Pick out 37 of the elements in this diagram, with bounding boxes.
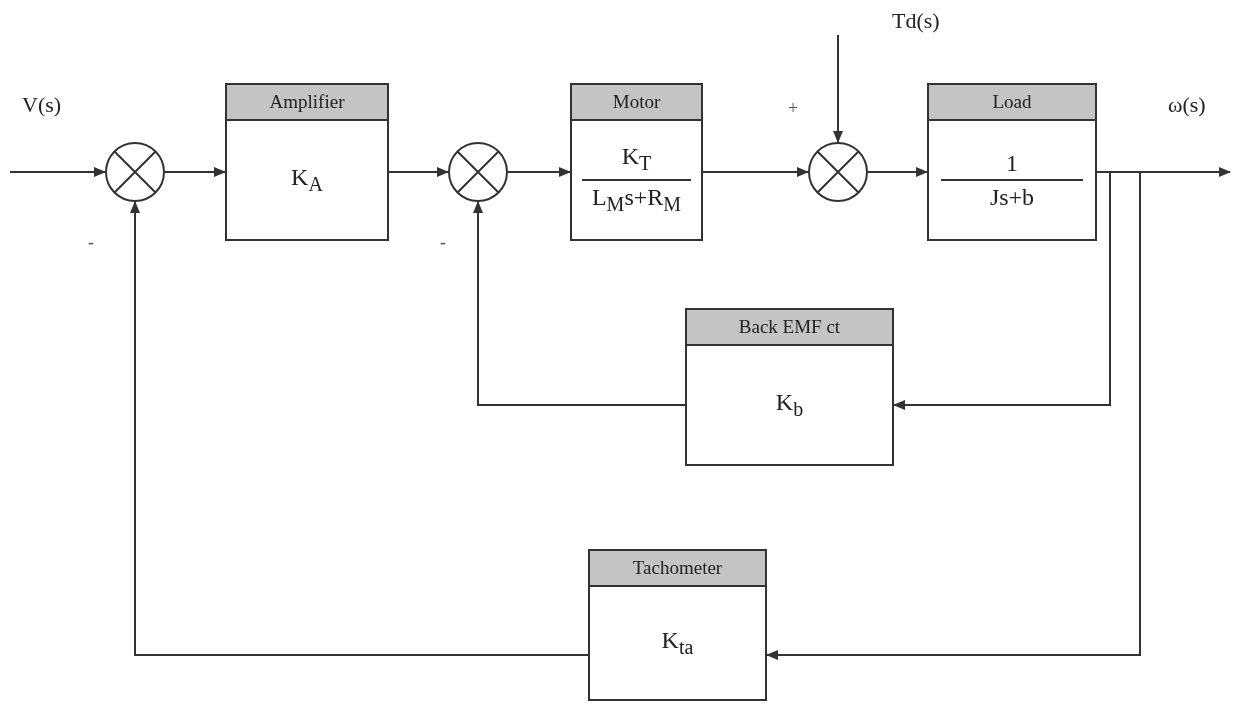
block-box (570, 83, 703, 241)
gain-label: K$_{ta}$ (661, 625, 694, 660)
arrow (9, 167, 106, 177)
signal-label: Td(s) (892, 8, 940, 34)
block-box (927, 83, 1097, 241)
arrow (867, 167, 928, 177)
arrow (702, 167, 809, 177)
arrow (130, 201, 589, 656)
gain-label: K$_{A}$ (291, 162, 323, 197)
numerator: 1 (1006, 149, 1018, 177)
block-title: Load (929, 85, 1095, 121)
block-box (225, 83, 389, 241)
block-box (685, 308, 894, 466)
arrow (473, 201, 686, 406)
sign-label: - (88, 232, 94, 253)
summing-junction (105, 142, 165, 202)
summing-junction (448, 142, 508, 202)
block-title: Motor (572, 85, 701, 121)
arrow (388, 167, 449, 177)
denominator: L$_{M}$s+R$_{M}$ (591, 183, 682, 217)
arrow (893, 171, 1111, 410)
arrow (833, 34, 843, 143)
block-box (588, 549, 767, 701)
sign-label: + (788, 98, 799, 119)
signal-label: ω(s) (1168, 92, 1206, 118)
block-title: Back EMF ct (687, 310, 892, 346)
block-title: Amplifier (227, 85, 387, 121)
signal-label: V(s) (22, 92, 62, 118)
arrow (507, 167, 571, 177)
sign-label: - (440, 232, 446, 253)
arrow (766, 171, 1141, 660)
numerator: K$_{T}$ (621, 142, 652, 176)
block-title: Tachometer (590, 551, 765, 587)
summing-junction (808, 142, 868, 202)
gain-label: K$_{b}$ (775, 387, 804, 422)
denominator: Js+b (989, 183, 1035, 211)
arrow (164, 167, 226, 177)
